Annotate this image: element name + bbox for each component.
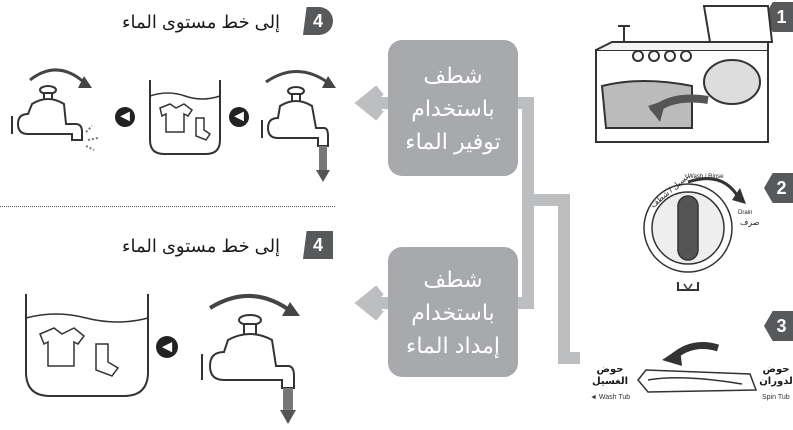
arrow-left-icon: ◄ [229, 107, 249, 127]
bottom-step-title: إلى خط مستوى الماء [122, 236, 281, 256]
wash-tub-label-ar: حوض الغسيل [591, 364, 628, 387]
spin-tub-label-en: Spin Tub [762, 394, 790, 401]
rinse-water-saving-box: شطف باستخدام توفير الماء [388, 40, 518, 176]
spin-tub-label-ar: حوض لدوران [759, 364, 793, 387]
top-step-badge: 4 [303, 7, 333, 35]
wash-tub-label-en: ◄ Wash Tub [590, 394, 631, 401]
step3-badge: 3 [764, 311, 793, 341]
rinse-water-supply-box: شطف باستخدام إمداد الماء [388, 247, 518, 377]
bottom-step-badge: 4 [303, 231, 333, 259]
faucet-open-icon [201, 294, 300, 424]
washing-machine-icon [595, 5, 774, 143]
faucet-open-icon [261, 70, 336, 182]
arrow-left-icon: ◄ [115, 107, 135, 127]
faucet-closed-icon [11, 68, 99, 151]
section-divider [0, 206, 335, 207]
timer-dial-icon [643, 177, 746, 292]
tub-with-laundry-icon [25, 294, 149, 397]
dial-drain-ar: صرف [740, 218, 760, 227]
dial-wash-rinse-en: Wash / Rinse [688, 174, 724, 180]
top-step-title: إلى خط مستوى الماء [122, 12, 281, 32]
tub-with-laundry-icon [149, 80, 221, 155]
tub-selector-icon [637, 342, 758, 393]
step2-badge: 2 [764, 173, 793, 203]
dial-drain-en: Drain [738, 210, 753, 216]
arrow-left-icon: ◄ [156, 336, 178, 358]
